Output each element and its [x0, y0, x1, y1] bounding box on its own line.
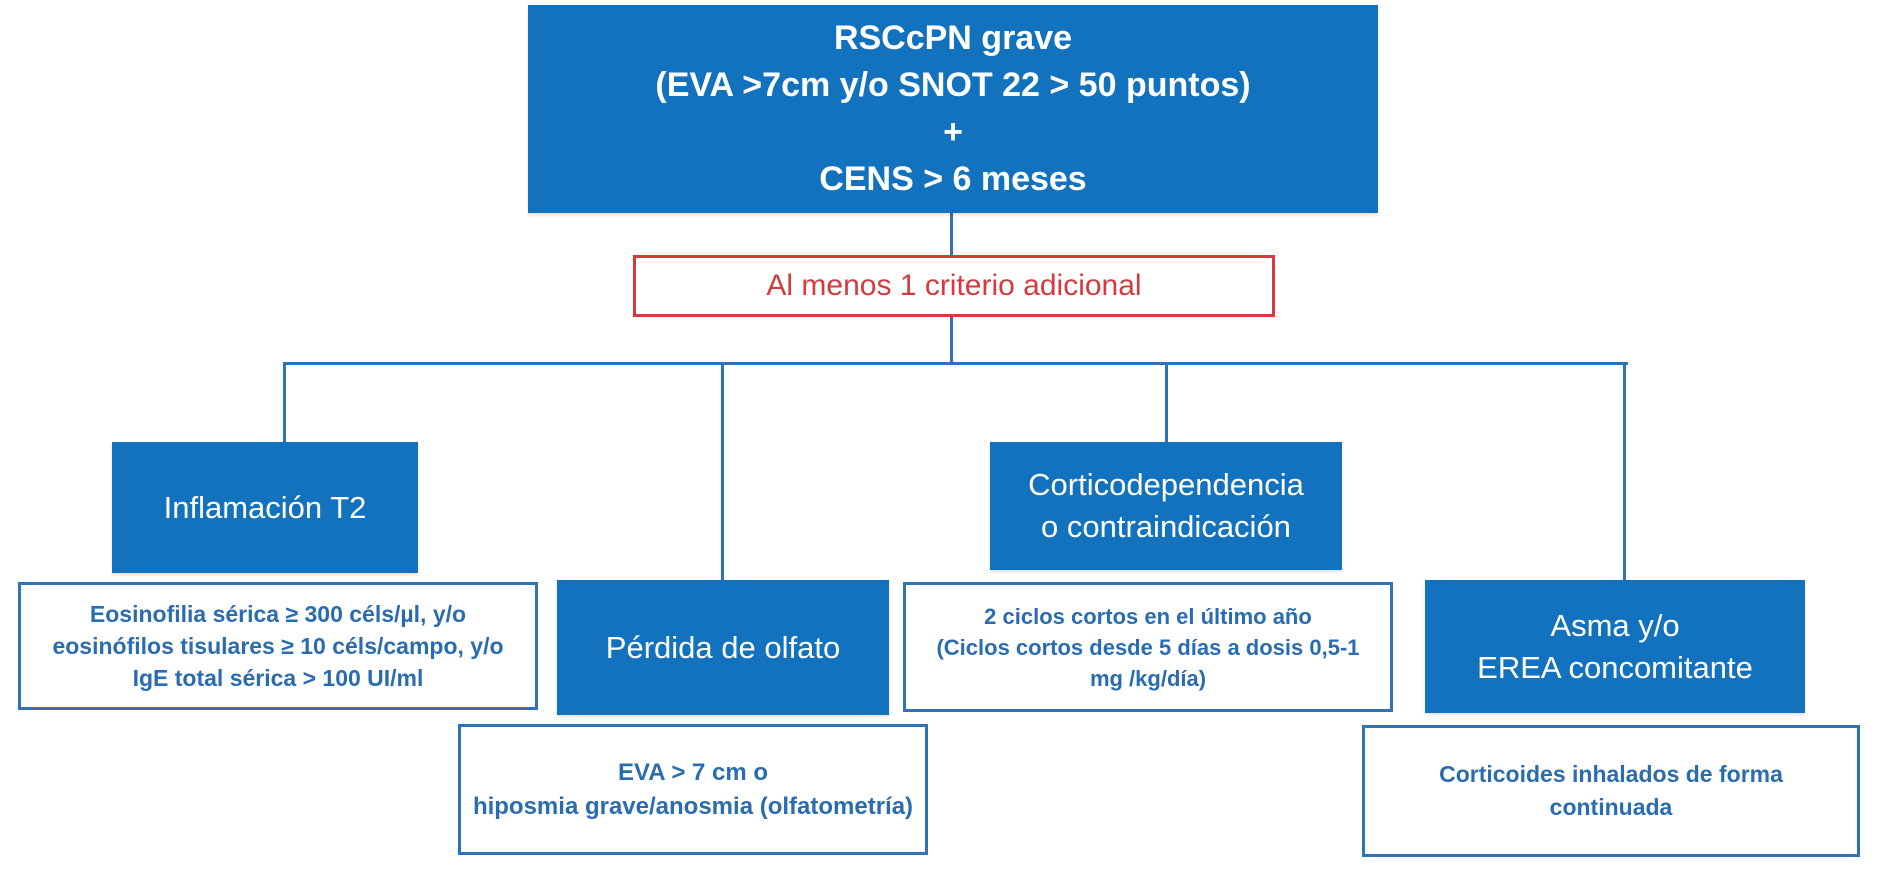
branch-box-asma-erea: Asma y/o EREA concomitante [1425, 580, 1805, 713]
detail-line: Corticoides inhalados de forma [1439, 761, 1783, 787]
detail-line: continuada [1549, 794, 1673, 820]
detail-line: (Ciclos cortos desde 5 días a dosis 0,5-… [936, 634, 1360, 660]
detail-box-corticodependencia: 2 ciclos cortos en el último año (Ciclos… [903, 582, 1393, 712]
detail-line: IgE total sérica > 100 UI/ml [132, 665, 424, 691]
connector-gate-to-bar [950, 317, 953, 364]
detail-line: hiposmia grave/anosmia (olfatometría) [472, 792, 914, 820]
branch-title-line: Asma y/o [1550, 607, 1680, 643]
connector-drop-asma-erea [1623, 362, 1626, 582]
detail-box-asma-erea: Corticoides inhalados de forma continuad… [1362, 725, 1860, 857]
branch-title-line: EREA concomitante [1477, 649, 1753, 685]
gate-box: Al menos 1 criterio adicional [633, 255, 1275, 317]
detail-line: mg /kg/día) [1089, 665, 1207, 691]
connector-drop-perdida-olfato [721, 362, 724, 582]
root-line: CENS > 6 meses [819, 160, 1087, 198]
branch-title-line: Corticodependencia [1028, 467, 1304, 502]
gate-label: Al menos 1 criterio adicional [766, 269, 1142, 302]
detail-line: EVA > 7 cm o [617, 758, 769, 786]
connector-root-to-gate [950, 213, 953, 257]
connector-branch-bar [283, 362, 1628, 365]
detail-line: 2 ciclos cortos en el último año [984, 603, 1312, 629]
root-line: (EVA >7cm y/o SNOT 22 > 50 puntos) [655, 66, 1251, 104]
detail-line: Eosinofilia sérica ≥ 300 céls/µl, y/o [89, 601, 467, 627]
branch-box-perdida-de-olfato: Pérdida de olfato [557, 580, 889, 715]
branch-box-corticodependencia: Corticodependencia o contraindicación [990, 442, 1342, 570]
branch-title-line: Pérdida de olfato [605, 629, 841, 665]
connector-drop-corticodependencia [1165, 362, 1168, 444]
connector-drop-inflamacion-t2 [283, 362, 286, 444]
detail-box-inflamacion-t2: Eosinofilia sérica ≥ 300 céls/µl, y/o eo… [18, 582, 538, 710]
root-line: RSCcPN grave [833, 19, 1073, 57]
branch-title-line: Inflamación T2 [163, 489, 367, 525]
branch-title-line: o contraindicación [1041, 509, 1291, 544]
detail-line: eosinófilos tisulares ≥ 10 céls/campo, y… [52, 633, 504, 659]
branch-box-inflamacion-t2: Inflamación T2 [112, 442, 418, 573]
root-box: RSCcPN grave (EVA >7cm y/o SNOT 22 > 50 … [528, 5, 1378, 213]
detail-box-perdida-de-olfato: EVA > 7 cm o hiposmia grave/anosmia (olf… [458, 724, 928, 855]
root-line: + [943, 113, 963, 151]
